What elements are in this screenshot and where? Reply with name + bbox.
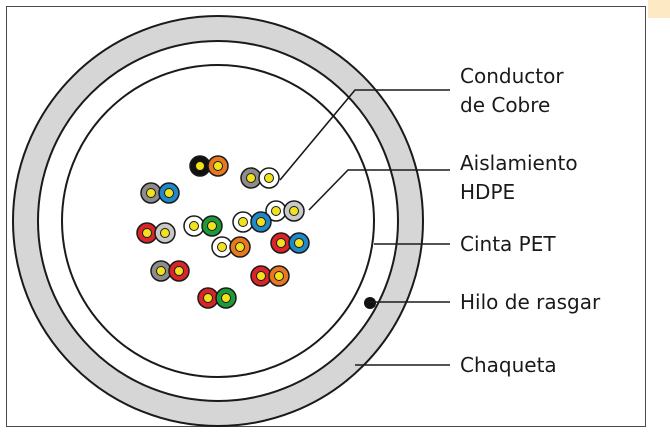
wire-a bbox=[265, 200, 287, 222]
wire-b bbox=[288, 232, 310, 254]
copper-conductor bbox=[213, 161, 223, 171]
wire-a bbox=[183, 215, 205, 237]
wire-a bbox=[211, 236, 233, 258]
label-jacket: Chaqueta bbox=[460, 353, 557, 377]
ripcord bbox=[364, 297, 376, 309]
copper-conductor bbox=[238, 217, 248, 227]
wire-b bbox=[283, 200, 305, 222]
wire-a bbox=[136, 222, 158, 244]
copper-conductor bbox=[235, 242, 245, 252]
wire-a bbox=[240, 167, 262, 189]
label-pet-tape: Cinta PET bbox=[460, 232, 556, 256]
twisted-pair bbox=[250, 265, 290, 287]
copper-conductor bbox=[195, 161, 205, 171]
wire-a bbox=[150, 260, 172, 282]
copper-conductor bbox=[246, 173, 256, 183]
wire-b bbox=[207, 155, 229, 177]
copper-conductor bbox=[294, 238, 304, 248]
twisted-pair bbox=[183, 215, 223, 237]
wire-b bbox=[258, 167, 280, 189]
twisted-pair bbox=[211, 236, 251, 258]
leader-conductor bbox=[279, 89, 450, 181]
wire-b bbox=[250, 211, 272, 233]
copper-conductor bbox=[289, 206, 299, 216]
wire-a bbox=[189, 155, 211, 177]
copper-conductor bbox=[189, 221, 199, 231]
wire-a bbox=[140, 182, 162, 204]
wire-b bbox=[268, 265, 290, 287]
copper-conductor bbox=[256, 217, 266, 227]
leader-lines bbox=[279, 89, 450, 366]
copper-conductor bbox=[174, 266, 184, 276]
corner-accent bbox=[648, 0, 670, 18]
label-conductor-line1: Conductor bbox=[460, 64, 564, 88]
copper-conductor bbox=[271, 206, 281, 216]
copper-conductor bbox=[164, 188, 174, 198]
wire-b bbox=[168, 260, 190, 282]
wire-b bbox=[215, 287, 237, 309]
wire-b bbox=[158, 182, 180, 204]
twisted-pair bbox=[150, 260, 190, 282]
label-insulation-line2: HDPE bbox=[460, 180, 516, 204]
leader-insulation bbox=[308, 169, 450, 211]
twisted-pair bbox=[189, 155, 229, 177]
copper-conductor bbox=[221, 293, 231, 303]
copper-conductor bbox=[207, 221, 217, 231]
wire-a bbox=[232, 211, 254, 233]
copper-conductor bbox=[274, 271, 284, 281]
label-conductor-line2: de Cobre bbox=[460, 93, 551, 117]
copper-conductor bbox=[256, 271, 266, 281]
copper-conductor bbox=[203, 293, 213, 303]
twisted-pair bbox=[270, 232, 310, 254]
twisted-pair bbox=[140, 182, 180, 204]
label-insulation-line1: Aislamiento bbox=[460, 151, 578, 175]
twisted-pair bbox=[265, 200, 305, 222]
twisted-pair bbox=[197, 287, 237, 309]
twisted-pair bbox=[136, 222, 176, 244]
twisted-pair bbox=[232, 211, 272, 233]
wire-a bbox=[270, 232, 292, 254]
copper-conductor bbox=[160, 228, 170, 238]
wire-b bbox=[201, 215, 223, 237]
wire-b bbox=[229, 236, 251, 258]
copper-conductor bbox=[217, 242, 227, 252]
copper-conductor bbox=[156, 266, 166, 276]
label-ripcord: Hilo de rasgar bbox=[460, 290, 601, 314]
wire-a bbox=[197, 287, 219, 309]
copper-conductor bbox=[146, 188, 156, 198]
copper-conductor bbox=[142, 228, 152, 238]
wire-b bbox=[154, 222, 176, 244]
twisted-pairs bbox=[136, 155, 310, 309]
wire-a bbox=[250, 265, 272, 287]
copper-conductor bbox=[276, 238, 286, 248]
copper-conductor bbox=[264, 173, 274, 183]
twisted-pair bbox=[240, 167, 280, 189]
